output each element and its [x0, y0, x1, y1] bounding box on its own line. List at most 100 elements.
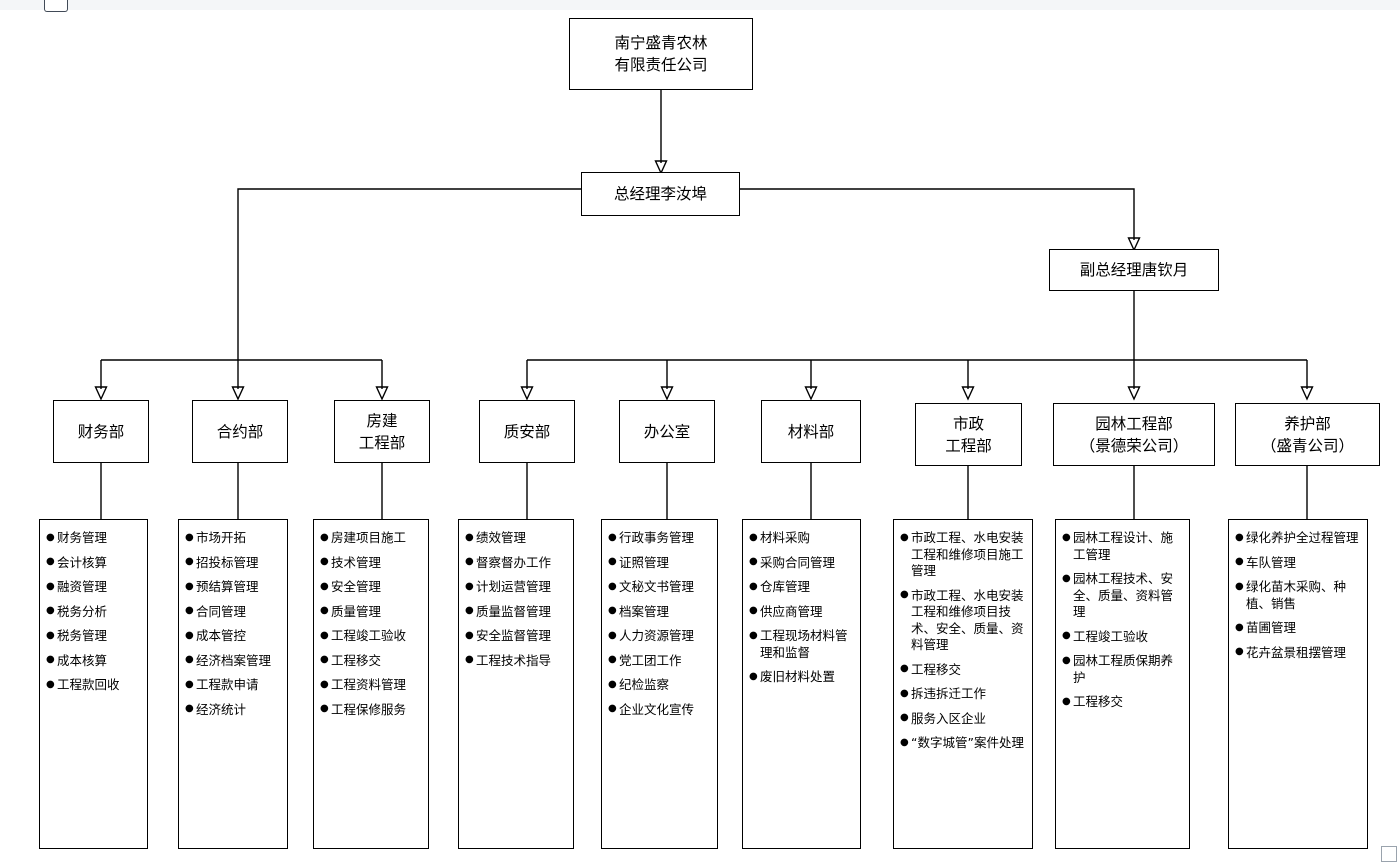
duty-item: 工程移交	[320, 652, 423, 670]
duty-item: 税务管理	[46, 628, 142, 645]
duty-item: 工程现场材料管理和监督	[749, 628, 855, 661]
dept-duties-municipal: 市政工程、水电安装工程和维修项目施工管理市政工程、水电安装工程和维修项目技术、安…	[893, 519, 1033, 849]
duty-item: 招投标管理	[185, 554, 282, 572]
duty-item: 供应商管理	[749, 603, 855, 621]
duty-item: 采购合同管理	[749, 554, 855, 572]
duty-item: 拆违拆迁工作	[900, 686, 1027, 703]
duty-item: 会计核算	[46, 554, 142, 572]
duty-item: 仓库管理	[749, 579, 855, 596]
duty-item: 花卉盆景租摆管理	[1235, 644, 1362, 662]
dept-title-line: （景德荣公司）	[1079, 436, 1189, 455]
duty-item: 人力资源管理	[608, 628, 712, 645]
dept-duties-maintenance: 绿化养护全过程管理车队管理绿化苗木采购、种植、销售苗圃管理花卉盆景租摆管理	[1228, 519, 1368, 849]
deputy-general-manager-label: 副总经理唐钦月	[1079, 261, 1189, 279]
duty-item: 工程竣工验收	[320, 628, 423, 645]
duty-item: 工程款申请	[185, 677, 282, 694]
dept-title-line: 合约部	[216, 422, 264, 441]
dept-box-material: 材料部	[761, 400, 861, 463]
general-manager-label: 总经理李汝埠	[613, 185, 707, 203]
duty-item: 工程资料管理	[320, 677, 423, 694]
dept-duties-office: 行政事务管理证照管理文秘文书管理档案管理人力资源管理党工团工作纪检监察企业文化宣…	[601, 519, 718, 849]
dept-duties-finance: 财务管理会计核算融资管理税务分析税务管理成本核算工程款回收	[39, 519, 148, 849]
scroll-resize-handle[interactable]	[1381, 846, 1397, 862]
duty-list: 市场开拓招投标管理预结算管理合同管理成本管控经济档案管理工程款申请经济统计	[185, 530, 282, 718]
duty-item: “数字城管”案件处理	[900, 735, 1027, 752]
duty-item: 安全监督管理	[465, 628, 568, 645]
dept-title-line: 办公室	[643, 422, 691, 441]
duty-item: 督察督办工作	[465, 554, 568, 572]
duty-item: 纪检监察	[608, 677, 712, 694]
dept-title-line: 园林工程部	[1095, 414, 1173, 433]
dept-title-line: 工程部	[945, 436, 992, 455]
duty-list: 房建项目施工技术管理安全管理质量管理工程竣工验收工程移交工程资料管理工程保修服务	[320, 530, 423, 718]
dept-box-quality-safety: 质安部	[479, 400, 575, 463]
duty-item: 市政工程、水电安装工程和维修项目技术、安全、质量、资料管理	[900, 587, 1027, 654]
duty-list: 绿化养护全过程管理车队管理绿化苗木采购、种植、销售苗圃管理花卉盆景租摆管理	[1235, 530, 1362, 661]
dept-title-line: 养护部	[1284, 414, 1331, 433]
dept-title-line: 市政	[952, 414, 984, 433]
duty-item: 材料采购	[749, 530, 855, 547]
duty-item: 工程竣工验收	[1062, 628, 1184, 646]
duty-item: 财务管理	[46, 530, 142, 547]
duty-list: 材料采购采购合同管理仓库管理供应商管理工程现场材料管理和监督废旧材料处置	[749, 530, 855, 686]
duty-item: 绩效管理	[465, 530, 568, 547]
duty-item: 技术管理	[320, 554, 423, 572]
duty-item: 市场开拓	[185, 530, 282, 547]
dept-duties-material: 材料采购采购合同管理仓库管理供应商管理工程现场材料管理和监督废旧材料处置	[742, 519, 861, 849]
duty-item: 车队管理	[1235, 554, 1362, 572]
deputy-general-manager-box: 副总经理唐钦月	[1049, 249, 1219, 291]
dept-box-contract: 合约部	[192, 400, 288, 463]
dept-title-line: 财务部	[77, 422, 125, 441]
duty-list: 园林工程设计、施工管理园林工程技术、安全、质量、资料管理工程竣工验收园林工程质保…	[1062, 530, 1184, 711]
duty-item: 房建项目施工	[320, 530, 423, 547]
duty-item: 税务分析	[46, 603, 142, 621]
dept-duties-contract: 市场开拓招投标管理预结算管理合同管理成本管控经济档案管理工程款申请经济统计	[178, 519, 288, 849]
dept-box-building: 房建 工程部	[334, 400, 430, 463]
duty-item: 安全管理	[320, 579, 423, 596]
duty-item: 工程保修服务	[320, 701, 423, 719]
duty-item: 档案管理	[608, 603, 712, 621]
duty-item: 废旧材料处置	[749, 669, 855, 686]
duty-item: 质量监督管理	[465, 603, 568, 621]
dept-title-line: 质安部	[503, 422, 551, 441]
dept-box-maintenance: 养护部 （盛青公司）	[1235, 403, 1380, 466]
duty-item: 融资管理	[46, 579, 142, 596]
duty-item: 园林工程设计、施工管理	[1062, 530, 1184, 563]
duty-item: 成本核算	[46, 652, 142, 670]
dept-title-line: 材料部	[787, 422, 835, 441]
duty-item: 党工团工作	[608, 652, 712, 670]
duty-item: 成本管控	[185, 628, 282, 645]
duty-item: 证照管理	[608, 554, 712, 572]
general-manager-box: 总经理李汝埠	[581, 172, 740, 216]
dept-duties-landscape: 园林工程设计、施工管理园林工程技术、安全、质量、资料管理工程竣工验收园林工程质保…	[1055, 519, 1190, 849]
browser-chrome-strip	[0, 0, 1400, 10]
duty-item: 绿化苗木采购、种植、销售	[1235, 579, 1362, 612]
dept-duties-quality-safety: 绩效管理督察督办工作计划运营管理质量监督管理安全监督管理工程技术指导	[458, 519, 574, 849]
dept-title-line: （盛青公司）	[1260, 436, 1354, 455]
duty-item: 行政事务管理	[608, 530, 712, 547]
duty-item: 企业文化宣传	[608, 701, 712, 719]
duty-item: 工程移交	[1062, 694, 1184, 711]
duty-item: 工程款回收	[46, 677, 142, 694]
dept-box-office: 办公室	[619, 400, 715, 463]
duty-item: 工程移交	[900, 661, 1027, 679]
duty-item: 园林工程技术、安全、质量、资料管理	[1062, 571, 1184, 621]
duty-item: 文秘文书管理	[608, 579, 712, 596]
duty-item: 计划运营管理	[465, 579, 568, 596]
duty-list: 市政工程、水电安装工程和维修项目施工管理市政工程、水电安装工程和维修项目技术、安…	[900, 530, 1027, 752]
duty-item: 经济统计	[185, 701, 282, 719]
duty-item: 服务入区企业	[900, 710, 1027, 728]
dept-box-landscape: 园林工程部 （景德荣公司）	[1053, 403, 1215, 466]
duty-item: 质量管理	[320, 603, 423, 621]
duty-item: 经济档案管理	[185, 652, 282, 670]
duty-item: 工程技术指导	[465, 652, 568, 670]
company-box: 南宁盛青农林 有限责任公司	[569, 18, 753, 90]
duty-item: 合同管理	[185, 603, 282, 621]
company-line-2: 有限责任公司	[614, 56, 708, 74]
duty-item: 绿化养护全过程管理	[1235, 530, 1362, 547]
duty-list: 行政事务管理证照管理文秘文书管理档案管理人力资源管理党工团工作纪检监察企业文化宣…	[608, 530, 712, 718]
company-line-1: 南宁盛青农林	[614, 34, 708, 52]
dept-title-line: 工程部	[358, 433, 406, 452]
duty-item: 市政工程、水电安装工程和维修项目施工管理	[900, 530, 1027, 580]
